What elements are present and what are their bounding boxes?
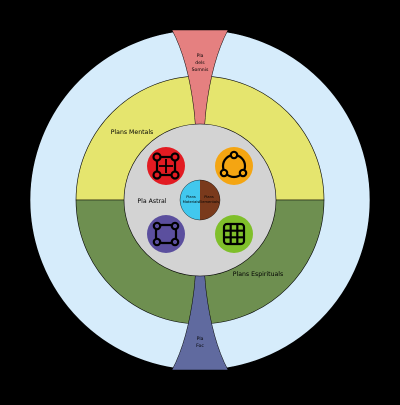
dreams-label: Pla xyxy=(197,53,204,59)
dreams-label-line3: Somnis xyxy=(192,67,209,73)
elemental-planes-half xyxy=(200,180,220,220)
material-label-line2: Materials xyxy=(183,200,200,204)
material-label: Plans xyxy=(186,195,196,199)
fire-label: Pla xyxy=(197,336,204,342)
center-outline xyxy=(179,179,221,221)
material-planes-half xyxy=(180,180,200,220)
mental-label: Plans Mentals xyxy=(111,129,154,136)
purple-square-symbol xyxy=(147,215,185,253)
green-grid-symbol xyxy=(215,215,253,253)
elemental-label: Plans xyxy=(204,195,214,199)
spiritual-label: Plans Espirituals xyxy=(233,271,283,278)
orange-triangle-symbol xyxy=(215,147,253,185)
red-quad-symbol xyxy=(147,147,185,185)
dreams-label-line2: dels xyxy=(195,60,205,66)
fire-label-line2: Foc xyxy=(196,343,204,349)
elemental-label-line2: Elementals xyxy=(199,200,219,204)
astral-label: Pla Astral xyxy=(137,198,166,205)
